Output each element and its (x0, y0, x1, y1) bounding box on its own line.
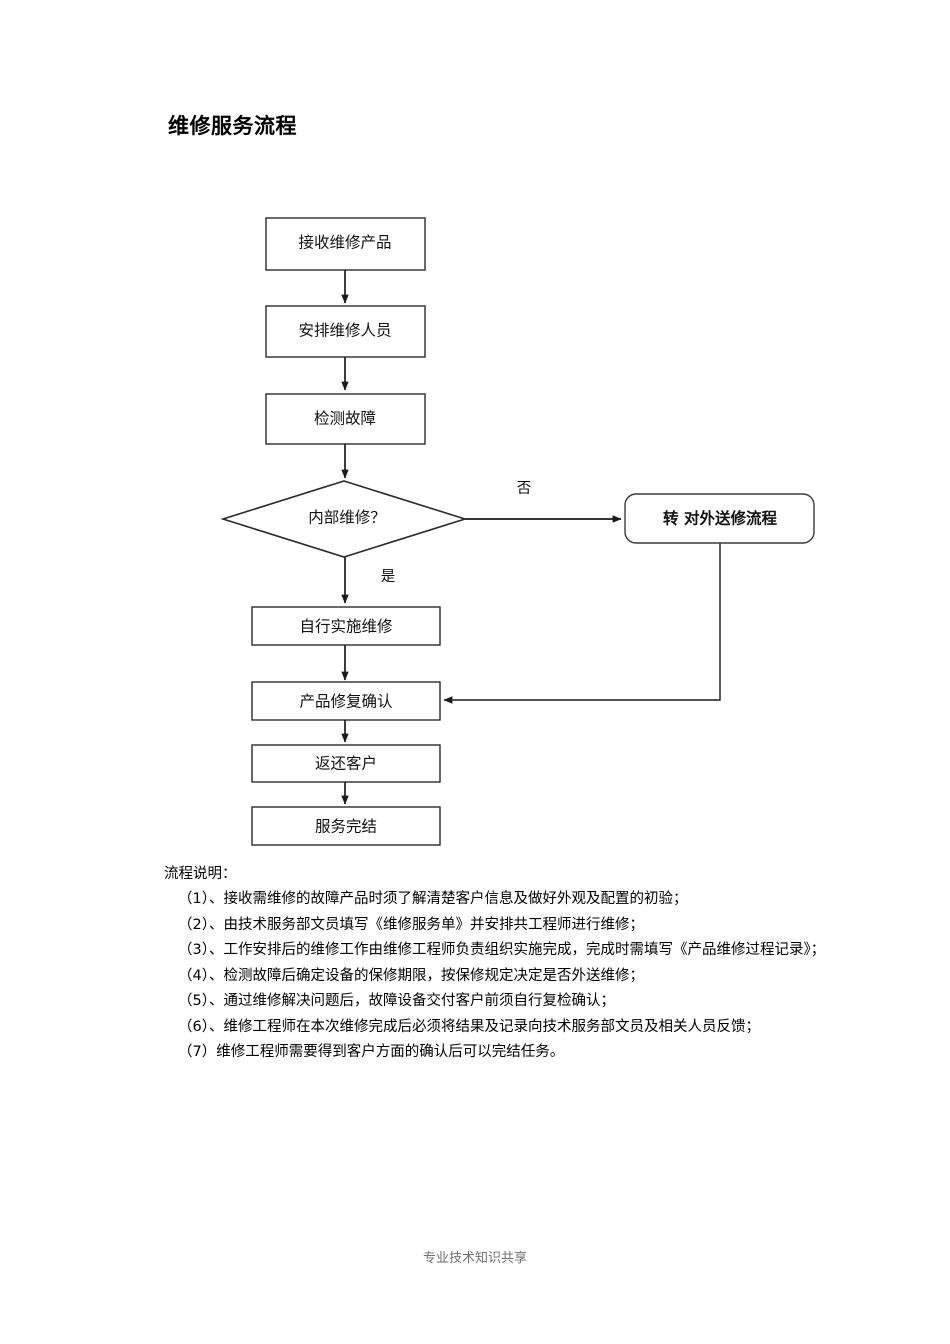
node-service-complete (251, 806, 441, 846)
node-external-repair-process-label: 转 对外送修流程 (663, 509, 777, 528)
node-external-repair-process (624, 493, 815, 544)
node-diagnose-fault (265, 393, 426, 445)
node-assign-technician (265, 305, 426, 358)
node-decision-internal-repair-label: 内部维修？ (308, 509, 386, 527)
note-item-3: （3）、工作安排后的维修工作由维修工程师负责组织实施完成，完成时需填写《产品维修… (178, 942, 826, 958)
node-receive-product-label: 接收维修产品 (298, 234, 391, 252)
note-item-5: （5）、通过维修解决问题后，故障设备交付客户前须自行复检确认； (178, 993, 615, 1009)
notes-list: （1）、接收需维修的故障产品时须了解清楚客户信息及做好外观及配置的初验； （2）… (0, 887, 950, 1066)
page-title: 维修服务流程 (168, 114, 297, 139)
node-self-repair-label: 自行实施维修 (299, 618, 393, 636)
note-item-4: （4）、检测故障后确定设备的保修期限，按保修规定决定是否外送维修； (178, 967, 644, 984)
node-confirm-repair-label: 产品修复确认 (299, 693, 392, 711)
connector-external-to-confirm (443, 543, 721, 704)
node-assign-technician-label: 安排维修人员 (298, 322, 391, 340)
node-service-complete-label: 服务完结 (315, 818, 377, 836)
note-item-6: （6）、维修工程师在本次维修完成后必须将结果及记录向技术服务部文员及相关人员反馈… (178, 1018, 760, 1035)
note-item-2: （2）、由技术服务部文员填写《维修服务单》并安排共工程师进行维修； (178, 916, 644, 933)
node-diagnose-fault-label: 检测故障 (314, 410, 376, 428)
repair-service-flowchart: 接收维修产品 安排维修人员 检测故障 内部维修？ 否 是 转 对外送修流程 自行… (220, 217, 815, 846)
node-confirm-repair (251, 681, 441, 721)
note-item-7: （7）维修工程师需要得到客户方面的确认后可以完结任务。 (178, 1044, 565, 1060)
process-notes: 流程说明： （1）、接收需维修的故障产品时须了解清楚客户信息及做好外观及配置的初… (0, 862, 950, 1066)
node-receive-product (265, 217, 426, 271)
branch-label-no: 否 (517, 481, 532, 497)
branch-label-yes: 是 (381, 569, 396, 585)
node-self-repair (251, 606, 441, 646)
notes-heading: 流程说明： (164, 866, 237, 882)
node-return-to-customer-label: 返还客户 (315, 755, 377, 773)
note-item-1: （1）、接收需维修的故障产品时须了解清楚客户信息及做好外观及配置的初验； (178, 891, 688, 907)
page-footer: 专业技术知识共享 (422, 1251, 527, 1266)
node-decision-internal-repair (220, 480, 468, 558)
node-return-to-customer (251, 744, 441, 783)
